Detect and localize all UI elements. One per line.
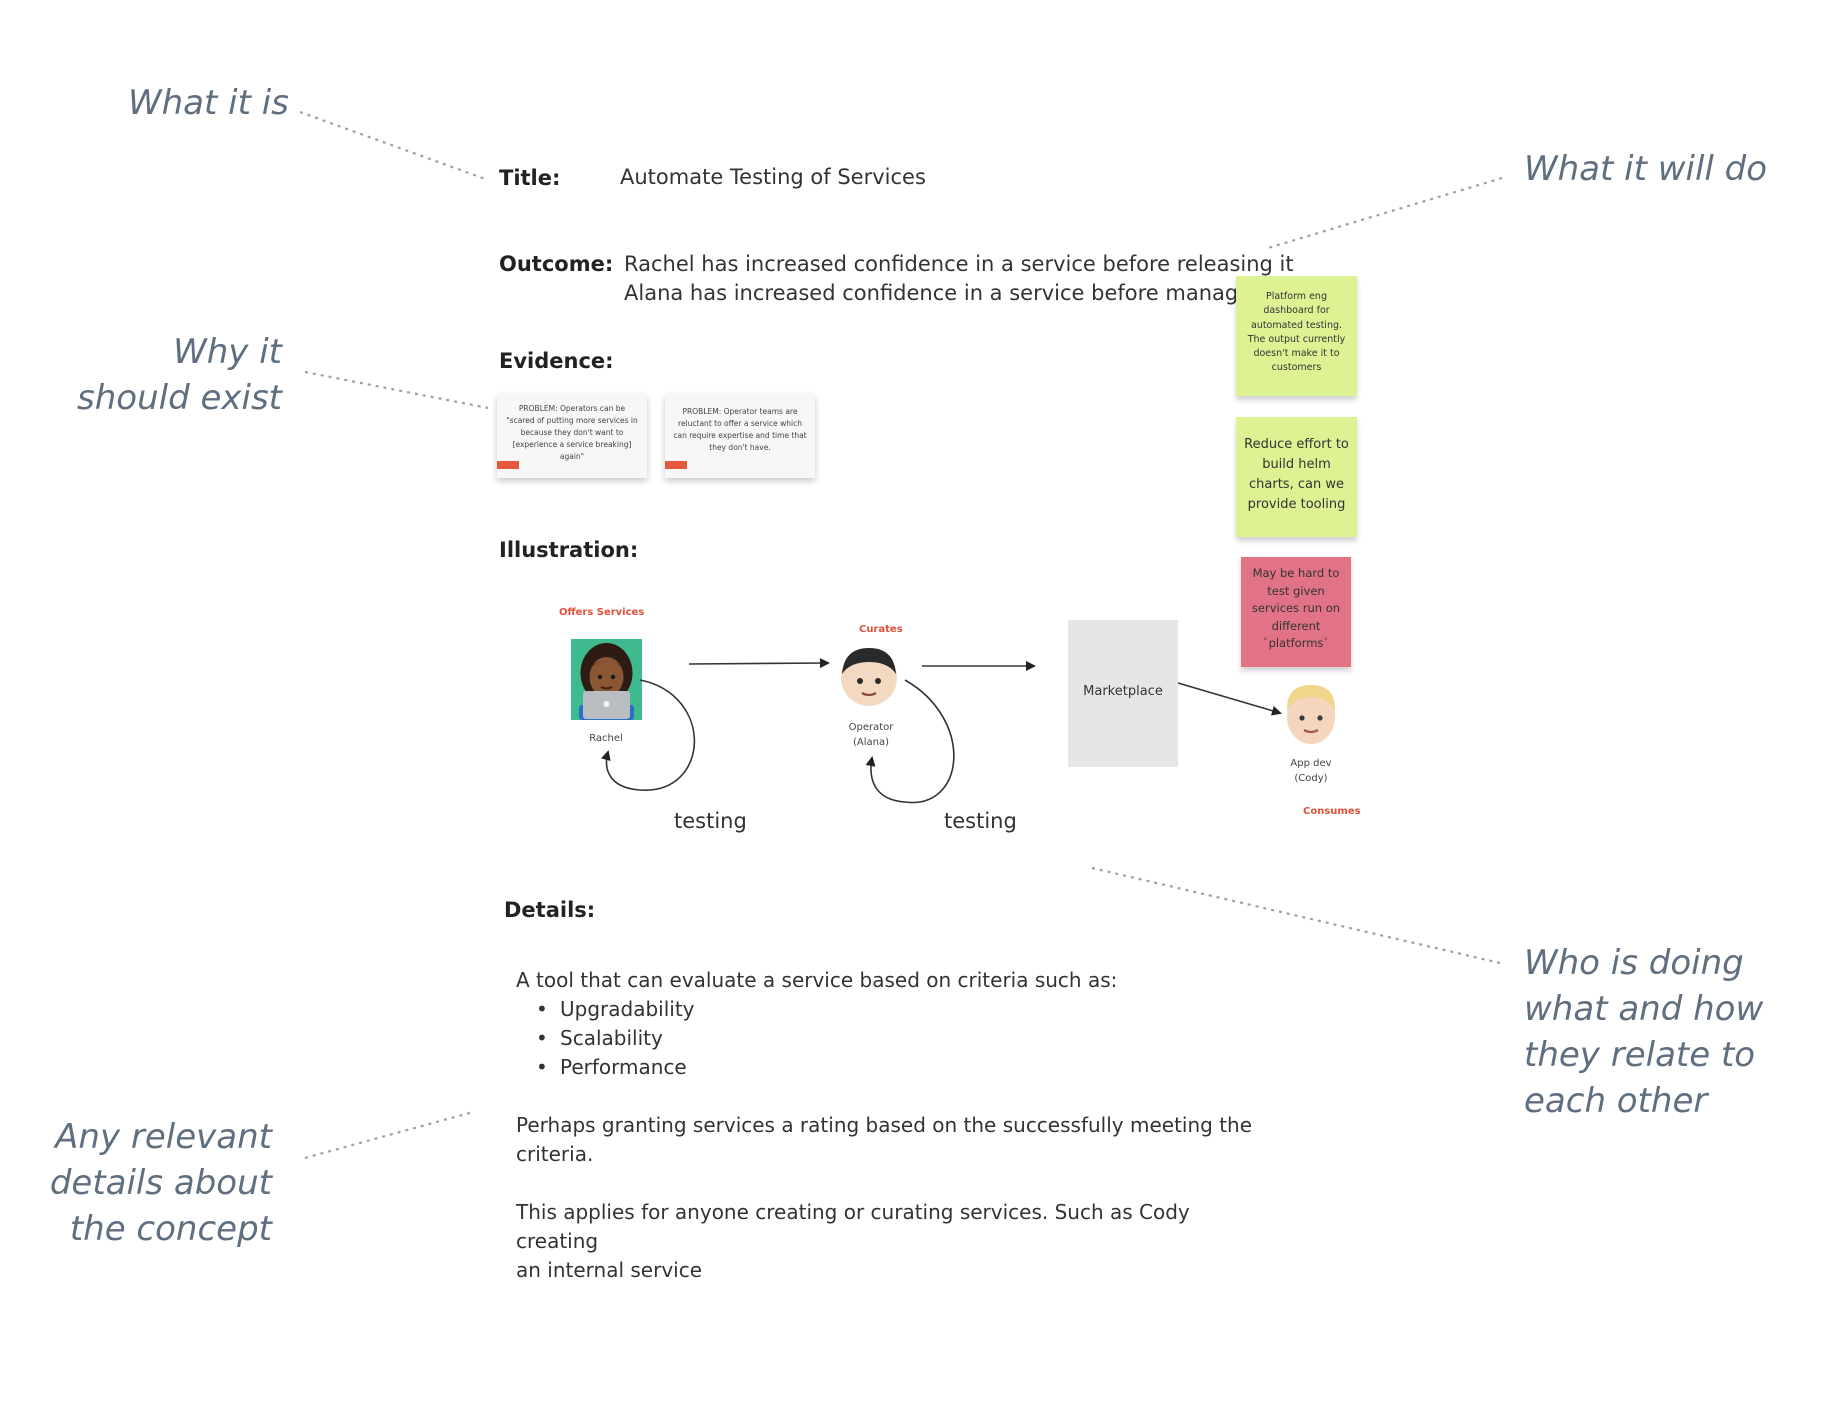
annotation-what-it-will-do-text: What it will do xyxy=(1524,149,1768,189)
annotation-who-is-doing: Who is doing what and how they relate to… xyxy=(1524,940,1763,1124)
criteria-list: Upgradability Scalability Performance xyxy=(516,995,1256,1082)
annotation-who-line-4: each other xyxy=(1524,1081,1708,1121)
sticky-note[interactable]: May be hard to test given services run o… xyxy=(1241,557,1351,667)
annotation-why-line-1: Why it xyxy=(173,332,282,372)
sticky-note[interactable]: Platform eng dashboard for automated tes… xyxy=(1236,276,1357,396)
operator-caption-line-1: Operator xyxy=(848,722,894,733)
operator-caption-line-2: (Alana) xyxy=(852,737,889,748)
title-value: Automate Testing of Services xyxy=(620,165,926,189)
outcome-text: Rachel has increased confidence in a ser… xyxy=(624,250,1294,308)
marketplace-box[interactable]: Marketplace xyxy=(1068,620,1178,767)
sticky-note-text: May be hard to test given services run o… xyxy=(1251,566,1341,650)
arrow-marketplace-to-app-dev xyxy=(1177,682,1282,716)
details-intro: A tool that can evaluate a service based… xyxy=(516,968,1118,992)
criteria-item: Performance xyxy=(516,1053,1256,1082)
leader-what-it-is xyxy=(299,110,489,182)
evidence-card-tag xyxy=(665,461,687,469)
sticky-note-text: Reduce effort to build helm charts, can … xyxy=(1244,437,1349,512)
app-dev-caption: App dev (Cody) xyxy=(1276,756,1346,786)
annotation-details-line-3: the concept xyxy=(69,1209,272,1249)
annotation-why-it-should-exist: Why it should exist xyxy=(60,329,282,421)
outcome-line-2: Alana has increased confidence in a serv… xyxy=(624,281,1292,305)
app-dev-avatar xyxy=(1286,685,1336,744)
details-paragraph-2-line-1: Perhaps granting services a rating based… xyxy=(516,1113,1253,1137)
role-label-offers-services: Offers Services xyxy=(559,607,645,618)
sticky-note-text: Platform eng dashboard for automated tes… xyxy=(1247,291,1346,374)
app-dev-caption-line-1: App dev xyxy=(1290,758,1332,769)
evidence-card[interactable]: PROBLEM: Operator teams are reluctant to… xyxy=(665,394,815,478)
marketplace-label: Marketplace xyxy=(1083,684,1163,699)
details-label: Details: xyxy=(504,898,596,922)
annotation-what-it-will-do: What it will do xyxy=(1524,146,1767,192)
criteria-item: Scalability xyxy=(516,1024,1256,1053)
title-label: Title: xyxy=(499,166,561,190)
details-paragraph-2-line-2: criteria. xyxy=(516,1142,594,1166)
testing-loop-operator xyxy=(865,679,955,804)
criteria-item: Upgradability xyxy=(516,995,1256,1024)
annotation-who-line-2: what and how xyxy=(1524,989,1764,1029)
illustration-label: Illustration: xyxy=(499,538,639,562)
evidence-card[interactable]: PROBLEM: Operators can be "scared of put… xyxy=(497,394,647,478)
outcome-line-1: Rachel has increased confidence in a ser… xyxy=(624,252,1294,276)
annotation-relevant-details: Any relevant details about the concept xyxy=(30,1114,272,1252)
annotation-who-line-1: Who is doing xyxy=(1524,943,1744,983)
leader-what-it-will-do xyxy=(1267,176,1503,250)
role-label-consumes: Consumes xyxy=(1303,806,1361,817)
testing-label: testing xyxy=(944,809,1017,833)
testing-label: testing xyxy=(674,809,747,833)
evidence-card-tag xyxy=(497,461,519,469)
leader-who-is-doing xyxy=(1091,866,1501,965)
app-dev-caption-line-2: (Cody) xyxy=(1294,773,1328,784)
details-paragraph-3-line-2: an internal service xyxy=(516,1258,703,1282)
annotation-who-line-3: they relate to xyxy=(1524,1035,1756,1075)
annotation-what-it-is-text: What it is xyxy=(128,83,289,123)
annotation-details-line-2: details about xyxy=(49,1163,272,1203)
rachel-avatar xyxy=(571,639,642,720)
details-body: A tool that can evaluate a service based… xyxy=(516,966,1256,1285)
operator-caption: Operator (Alana) xyxy=(836,720,906,750)
evidence-card-text: PROBLEM: Operators can be "scared of put… xyxy=(506,404,638,461)
role-label-curates: Curates xyxy=(859,624,903,635)
details-paragraph-3-line-1: This applies for anyone creating or cura… xyxy=(516,1200,1190,1253)
annotation-what-it-is: What it is xyxy=(128,80,289,126)
sticky-note[interactable]: Reduce effort to build helm charts, can … xyxy=(1236,417,1357,537)
annotation-why-line-2: should exist xyxy=(77,378,282,418)
rachel-caption: Rachel xyxy=(589,733,623,744)
operator-avatar xyxy=(841,648,897,706)
leader-relevant-details xyxy=(304,1110,474,1160)
evidence-card-text: PROBLEM: Operator teams are reluctant to… xyxy=(673,407,807,452)
annotation-details-line-1: Any relevant xyxy=(55,1117,272,1157)
evidence-label: Evidence: xyxy=(499,349,614,373)
arrow-rachel-to-operator xyxy=(688,658,830,669)
testing-loop-rachel xyxy=(601,679,696,791)
outcome-label: Outcome: xyxy=(499,252,614,276)
